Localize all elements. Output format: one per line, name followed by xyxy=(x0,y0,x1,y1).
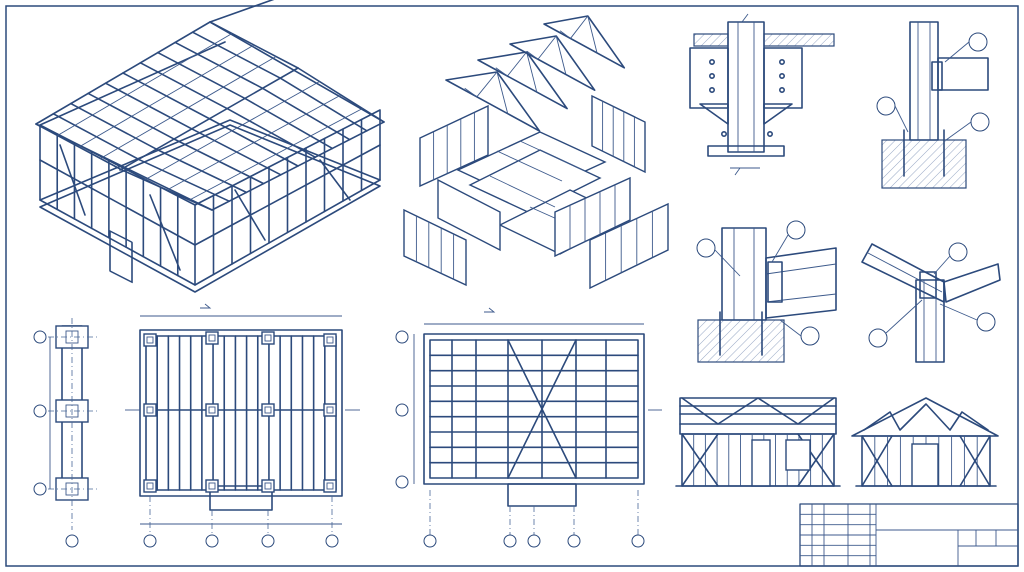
bolt xyxy=(708,87,715,94)
end-elevation-gable xyxy=(851,397,999,487)
post-base xyxy=(264,482,272,490)
sheet-border xyxy=(5,5,1019,567)
truss-web xyxy=(464,87,478,98)
post-base xyxy=(146,336,154,344)
wall-girt xyxy=(39,159,196,246)
purlin xyxy=(166,94,342,191)
truss-web xyxy=(496,71,509,114)
truss-web xyxy=(537,35,557,60)
bolt xyxy=(708,58,715,65)
column-base-plate-detail xyxy=(696,220,837,363)
footing-pad xyxy=(143,479,157,493)
purlin xyxy=(57,33,233,136)
truss-web xyxy=(570,15,589,39)
roof-truss xyxy=(509,35,596,91)
truss-web xyxy=(507,51,527,77)
post-base xyxy=(208,406,216,414)
floor-framing-plan xyxy=(395,307,662,548)
footing-pad xyxy=(143,403,157,417)
post-base xyxy=(208,482,216,490)
footing-pad xyxy=(205,479,219,493)
rafter-column-knee-detail xyxy=(861,242,1001,363)
roof-truss xyxy=(543,15,626,69)
post-base xyxy=(326,482,334,490)
footing-pad xyxy=(205,331,219,345)
footing-pad xyxy=(205,403,219,417)
post-base xyxy=(146,406,154,414)
footing-pad xyxy=(323,333,337,347)
purlin xyxy=(100,56,277,159)
truss-web xyxy=(559,30,571,39)
bolt xyxy=(708,73,715,80)
post-base xyxy=(208,334,216,342)
truss-web xyxy=(495,67,508,77)
post-base xyxy=(326,406,334,414)
title-block xyxy=(799,503,1019,567)
foundation-plan xyxy=(125,303,360,548)
purlin xyxy=(78,44,255,148)
bolt xyxy=(778,87,785,94)
post-base xyxy=(264,334,272,342)
roof-truss xyxy=(445,71,541,132)
post-base xyxy=(326,336,334,344)
purlin xyxy=(144,81,320,181)
side-elevation xyxy=(675,397,841,487)
truss-web xyxy=(587,15,598,54)
purlin xyxy=(189,108,363,201)
column-beam-connection-detail xyxy=(689,13,835,176)
footing-pad xyxy=(323,479,337,493)
footing-pad xyxy=(323,403,337,417)
exploded-panel-assembly xyxy=(403,15,669,290)
footing-pad xyxy=(261,403,275,417)
bolt xyxy=(720,131,727,138)
truss-web xyxy=(526,50,539,60)
footing-pad xyxy=(261,479,275,493)
foundation-column-strip xyxy=(33,318,100,548)
roof-truss xyxy=(477,51,568,110)
bolt xyxy=(778,58,785,65)
bolt xyxy=(778,73,785,80)
footing-pad xyxy=(261,331,275,345)
bolt xyxy=(766,131,773,138)
isometric-house-frame xyxy=(35,0,385,293)
truss-web xyxy=(555,35,567,75)
truss-web xyxy=(526,51,538,93)
footing-pad xyxy=(143,333,157,347)
column-base-detail xyxy=(876,21,990,189)
wall-girt xyxy=(194,144,381,246)
truss-web xyxy=(476,71,498,98)
post-base xyxy=(146,482,154,490)
post-base xyxy=(264,406,272,414)
